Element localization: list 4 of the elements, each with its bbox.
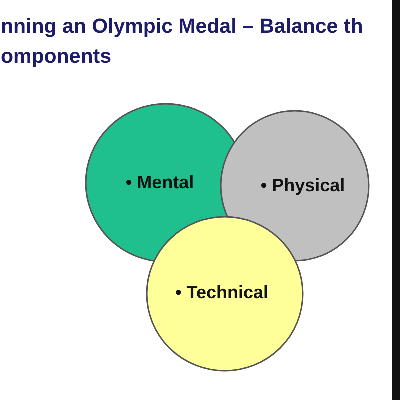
slide-title: nning an Olympic Medal – Balance th omponents — [1, 14, 364, 70]
circle-label: • Physical — [260, 176, 346, 196]
circle-label: • Mental — [126, 172, 194, 192]
circle-label: • Technical — [176, 282, 268, 302]
